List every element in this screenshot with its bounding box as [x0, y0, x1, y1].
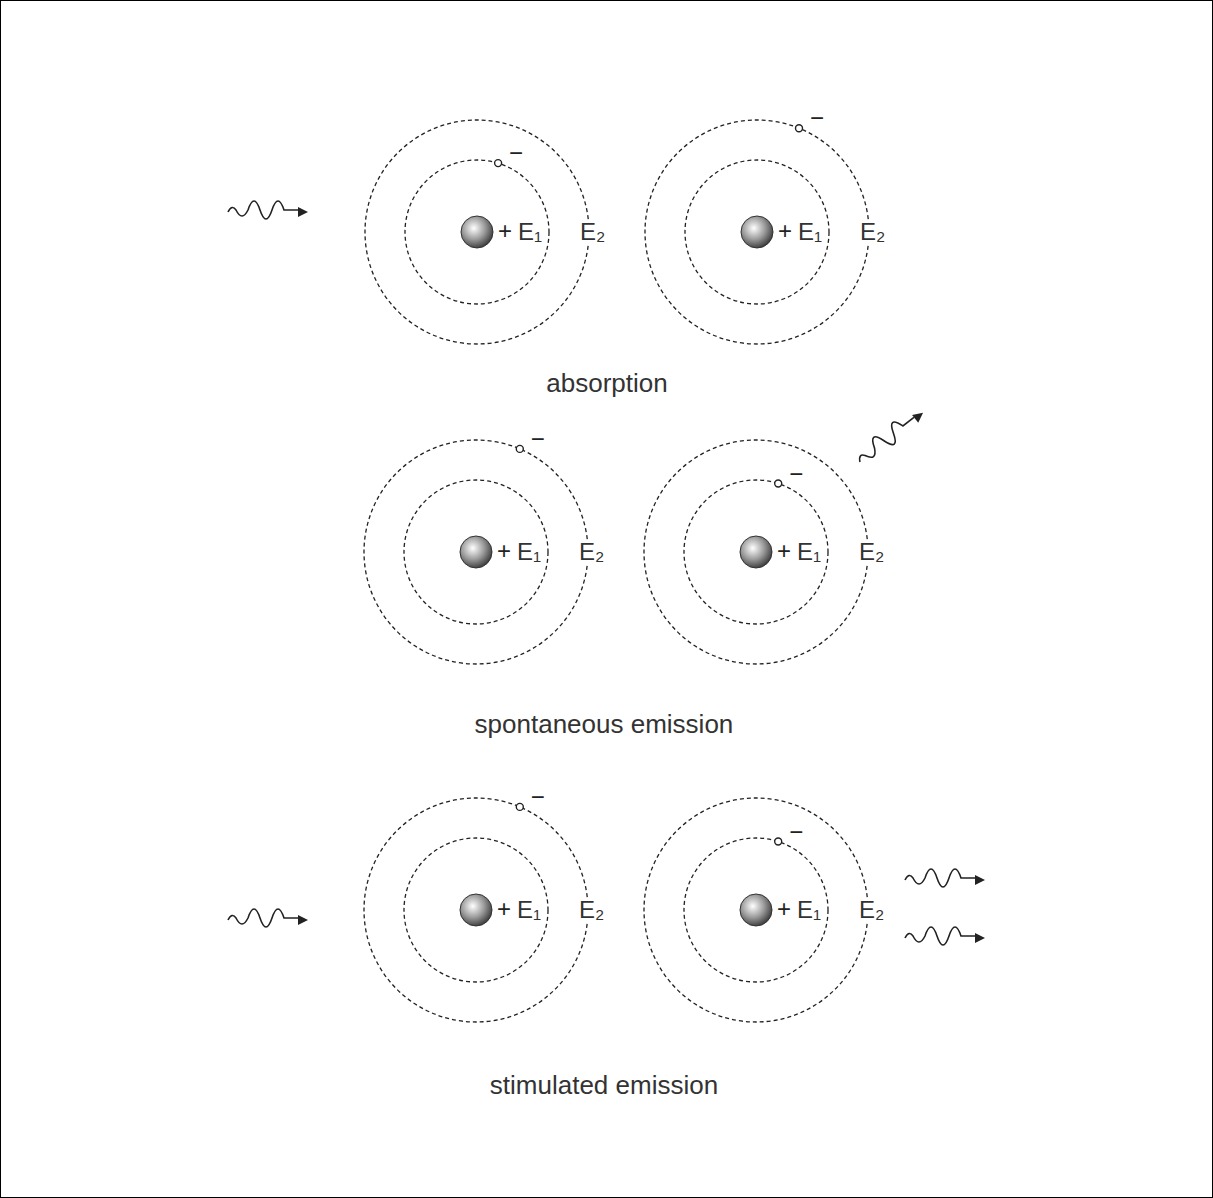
atom-outline — [356, 790, 596, 1030]
electron — [516, 803, 523, 810]
photon-out — [905, 927, 985, 945]
nucleus — [740, 536, 772, 568]
process-caption: stimulated emission — [490, 1071, 718, 1100]
outer-orbit — [644, 798, 868, 1022]
inner-orbit — [404, 838, 548, 982]
energy-level: E₁ — [516, 540, 542, 564]
electron — [495, 160, 502, 167]
energy-level: E₁ — [517, 220, 543, 244]
electron — [516, 445, 523, 452]
energy-level: E₁ — [797, 220, 823, 244]
energy-level: E₂ — [858, 898, 885, 922]
electron — [775, 480, 782, 487]
outer-orbit — [364, 798, 588, 1022]
inner-orbit — [685, 160, 829, 304]
inner-orbit — [405, 160, 549, 304]
atom: −+E₁E₂ — [636, 790, 876, 1030]
photon-out — [853, 404, 927, 467]
atom: −+E₁E₂ — [636, 432, 876, 672]
process-caption: spontaneous emission — [475, 710, 734, 739]
nucleus — [460, 536, 492, 568]
charge-sign: − — [508, 141, 524, 165]
charge-sign: − — [809, 106, 825, 130]
charge-sign: − — [530, 785, 546, 809]
atom-outline — [637, 112, 877, 352]
atom: −+E₁E₂ — [356, 790, 596, 1030]
atom-outline — [357, 112, 597, 352]
energy-level: E₂ — [578, 540, 605, 564]
inner-orbit — [684, 480, 828, 624]
photon-in — [228, 909, 308, 927]
charge-sign: + — [496, 897, 512, 921]
atom-outline — [636, 790, 876, 1030]
charge-sign: − — [788, 820, 804, 844]
energy-level: E₁ — [796, 540, 822, 564]
photon-in — [228, 201, 308, 219]
atom-outline — [356, 432, 596, 672]
charge-sign: + — [496, 539, 512, 563]
atom: −+E₁E₂ — [356, 432, 596, 672]
nucleus — [460, 894, 492, 926]
nucleus — [740, 894, 772, 926]
nucleus — [461, 216, 493, 248]
energy-level: E₂ — [859, 220, 886, 244]
energy-level: E₁ — [796, 898, 822, 922]
charge-sign: − — [530, 427, 546, 451]
energy-level: E₂ — [579, 220, 606, 244]
charge-sign: + — [497, 219, 513, 243]
energy-level: E₂ — [858, 540, 885, 564]
charge-sign: + — [776, 539, 792, 563]
electron — [796, 125, 803, 132]
charge-sign: − — [788, 462, 804, 486]
charge-sign: + — [777, 219, 793, 243]
inner-orbit — [404, 480, 548, 624]
charge-sign: + — [776, 897, 792, 921]
atom: −+E₁E₂ — [357, 112, 597, 352]
inner-orbit — [684, 838, 828, 982]
process-caption: absorption — [546, 369, 667, 398]
energy-level: E₂ — [578, 898, 605, 922]
energy-level: E₁ — [516, 898, 542, 922]
electron — [775, 838, 782, 845]
outer-orbit — [365, 120, 589, 344]
outer-orbit — [364, 440, 588, 664]
atom: −+E₁E₂ — [637, 112, 877, 352]
photon-out — [905, 869, 985, 887]
nucleus — [741, 216, 773, 248]
outer-orbit — [645, 120, 869, 344]
atom-outline — [636, 432, 876, 672]
outer-orbit — [644, 440, 868, 664]
